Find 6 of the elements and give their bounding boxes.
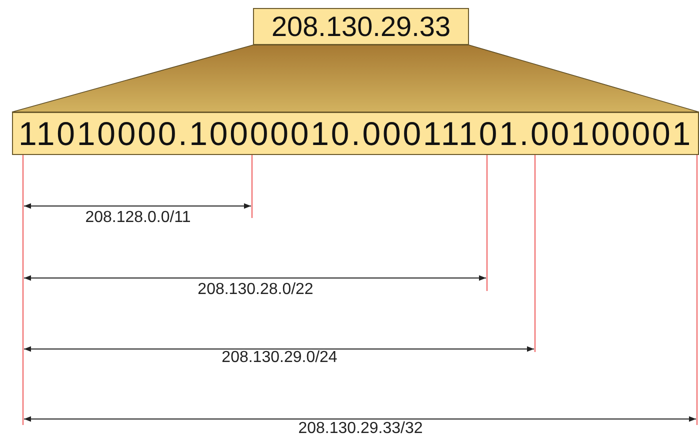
ip-address-box: 208.130.29.33 bbox=[253, 8, 469, 45]
prefix-label: 208.130.29.33/32 bbox=[298, 420, 423, 438]
prefix-label: 208.128.0.0/11 bbox=[85, 209, 191, 227]
prefix-label: 208.130.29.0/24 bbox=[222, 349, 338, 367]
prefix-label: 208.130.28.0/22 bbox=[198, 281, 314, 299]
binary-address-box: 11010000.10000010.00011101.00100001 bbox=[12, 112, 699, 155]
